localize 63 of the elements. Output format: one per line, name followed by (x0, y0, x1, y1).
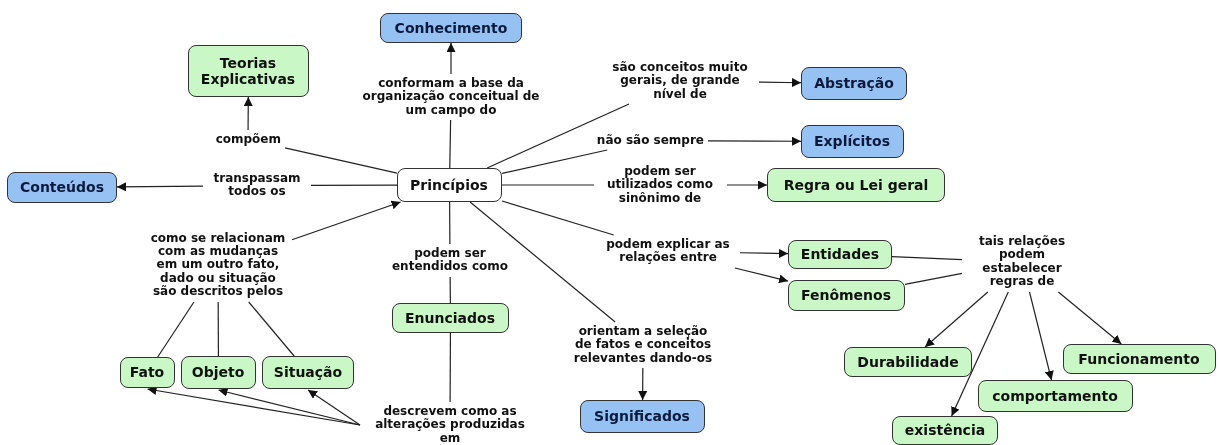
concept-box: Princípios (396, 168, 502, 202)
arrow (446, 42, 456, 75)
connector-line (449, 276, 451, 304)
arrow (638, 367, 648, 401)
arrow (726, 180, 768, 190)
concept-box: Regra ou Lei geral (767, 168, 945, 202)
linking-phrase: como se relacionam com as mudanças em um outro fato, dado ou situação são descritos pelos (147, 231, 289, 299)
concept-box: existência (892, 415, 998, 445)
arrow (734, 267, 789, 284)
linking-phrase: descrevem como as alterações produzidas em (363, 405, 537, 445)
arrow (951, 291, 1009, 417)
linking-phrase: são conceitos muito gerais, de grande nível de (604, 61, 756, 102)
concept-box: Objeto (180, 355, 256, 389)
concept-box: Teorias Explicativas (187, 45, 309, 97)
concept-box: Situação (262, 355, 354, 389)
linking-phrase: orientam a seleção de fatos e conceitos relevantes dando-os (569, 325, 717, 366)
connector-line (449, 201, 451, 245)
arrow (707, 136, 802, 146)
arrow (1057, 291, 1122, 345)
linking-phrase: compõem (214, 132, 283, 146)
arrow (924, 291, 989, 348)
concept-box: Significados (579, 399, 705, 433)
connector-line (310, 184, 398, 186)
concept-box: Fato (119, 356, 175, 388)
connector-line (449, 332, 452, 403)
linking-phrase: transpassam todos os (206, 171, 308, 199)
arrow (217, 387, 361, 426)
concept-box: comportamento (977, 380, 1133, 412)
connector-line (904, 272, 963, 285)
concept-box: Conteúdos (7, 171, 117, 203)
arrow (146, 386, 361, 426)
linking-phrase: podem explicar as relações entre (599, 237, 737, 265)
concept-box: Explícitos (800, 124, 904, 158)
concept-box: Funcionamento (1062, 344, 1216, 374)
connector-line (891, 256, 963, 261)
arrow (116, 182, 204, 192)
concept-box: Fenômenos (787, 279, 905, 311)
arrow (291, 200, 402, 241)
concept-box: Abstração (801, 66, 907, 100)
connector-line (284, 147, 398, 174)
connector-line (501, 184, 595, 186)
arrow (307, 389, 361, 426)
connector-line (217, 301, 219, 357)
linking-phrase: conformam a base da organização conceitual de um campo do (350, 77, 552, 118)
arrow (758, 78, 802, 88)
concept-box: Durabilidade (844, 347, 972, 377)
arrow (1028, 291, 1054, 381)
connector-line (248, 301, 295, 357)
linking-phrase: não são sempre (595, 133, 706, 147)
connector-line (449, 119, 452, 169)
connector-line (486, 103, 630, 169)
connector-line (501, 200, 615, 236)
concept-box: Enunciados (391, 303, 509, 333)
connector-line (501, 149, 608, 174)
linking-phrase: podem ser entendidos como (384, 246, 516, 274)
concept-box: Conhecimento (380, 13, 522, 43)
arrow (243, 96, 253, 131)
concept-box: Entidades (788, 239, 892, 269)
connector-line (157, 301, 195, 358)
linking-phrase: tais relações podem estabelecer regras de (965, 235, 1079, 289)
arrow (739, 248, 789, 258)
linking-phrase: podem ser utilizados como sinônimo de (596, 165, 724, 206)
connector-line (469, 201, 616, 323)
